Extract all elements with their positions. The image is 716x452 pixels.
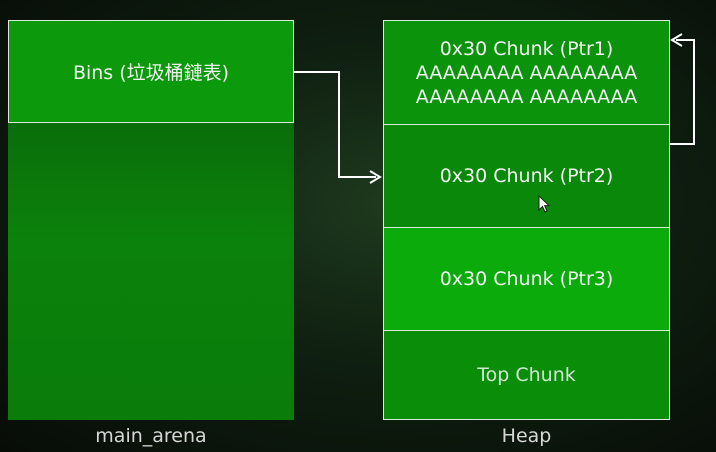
arrow-ptr2-to-ptr1 [670, 39, 695, 145]
chunk-ptr2-title: 0x30 Chunk (Ptr2) [439, 165, 614, 187]
arrow-bins-to-ptr2 [294, 71, 376, 178]
main-arena-body [8, 123, 294, 420]
chunk-ptr1-data-line2: AAAAAAAA AAAAAAAA [415, 85, 638, 108]
top-chunk-title: Top Chunk [477, 364, 576, 386]
main-arena-caption: main_arena [95, 425, 207, 447]
chunk-ptr1: 0x30 Chunk (Ptr1) AAAAAAAA AAAAAAAA AAAA… [383, 20, 670, 125]
mouse-cursor-icon [538, 195, 551, 213]
heap-caption: Heap [501, 425, 552, 447]
chunk-ptr2: 0x30 Chunk (Ptr2) [383, 124, 670, 228]
arrow-ptr2-to-ptr1-head [670, 33, 683, 47]
chunk-ptr3: 0x30 Chunk (Ptr3) [383, 227, 670, 331]
top-chunk: Top Chunk [383, 330, 670, 420]
arrow-bins-to-ptr2-head [369, 170, 382, 184]
bins-label: Bins (垃圾桶鏈表) [72, 62, 230, 84]
chunk-ptr3-title: 0x30 Chunk (Ptr3) [439, 268, 614, 290]
chunk-ptr1-title: 0x30 Chunk (Ptr1) [439, 37, 614, 60]
chunk-ptr1-data-line1: AAAAAAAA AAAAAAAA [415, 61, 638, 84]
bins-box: Bins (垃圾桶鏈表) [8, 20, 294, 123]
